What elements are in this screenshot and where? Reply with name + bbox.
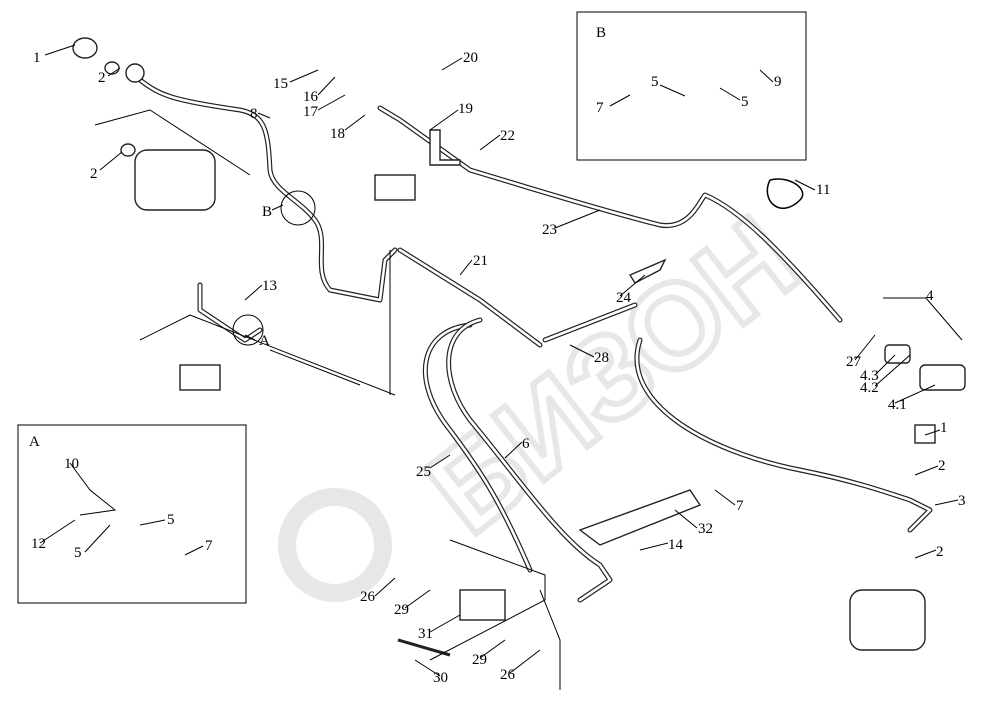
callout-label-1: 1 — [940, 420, 948, 436]
callout-label-2: 2 — [98, 70, 106, 86]
callout-label-7: 7 — [736, 498, 744, 514]
bracket-24 — [628, 258, 667, 284]
callout-label-18: 18 — [330, 126, 345, 142]
bolt-30 — [397, 638, 451, 657]
detail-b-label-5: 5 — [741, 94, 749, 110]
bracket-32 — [578, 489, 702, 546]
svg-text:БИЗОН: БИЗОН — [403, 191, 821, 559]
callout-label-3: 3 — [958, 493, 966, 509]
detail-box-a — [17, 424, 247, 604]
pipes — [137, 77, 933, 603]
callout-label-13: 13 — [262, 278, 277, 294]
callout-label-32: 32 — [698, 521, 713, 537]
callout-label-29: 29 — [394, 602, 409, 618]
callout-label-2: 2 — [936, 544, 944, 560]
detail-a-label-7: 7 — [205, 538, 213, 554]
clip-11 — [766, 178, 804, 209]
callout-label-14: 14 — [668, 537, 684, 553]
detail-b-label-7: 7 — [596, 100, 604, 116]
callout-label-24: 24 — [616, 290, 632, 306]
callout-label-29: 29 — [472, 652, 487, 668]
callout-label-1: 1 — [33, 50, 41, 66]
callout-labels: 1228B1516172018192223242113A4274.34.24.1… — [33, 50, 966, 686]
callout-label-30: 30 — [433, 670, 448, 686]
callout-label-28: 28 — [594, 350, 609, 366]
callout-label-17: 17 — [303, 104, 319, 120]
detail-a-labels: A 10 12 5 5 7 — [29, 434, 213, 561]
callout-label-26: 26 — [360, 589, 376, 605]
callout-label-25: 25 — [416, 464, 431, 480]
banjo-fitting — [125, 63, 145, 83]
callout-label-4-3: 4.3 — [860, 368, 879, 384]
detail-circle-b — [280, 190, 316, 226]
callout-label-2: 2 — [938, 458, 946, 474]
callout-label-4-2: 4.2 — [860, 380, 879, 396]
tee-fitting-lower — [459, 589, 506, 621]
callout-label-20: 20 — [463, 50, 478, 66]
bracket-19 — [429, 129, 461, 166]
detail-a-label-A: A — [29, 434, 40, 450]
detail-box-b — [576, 11, 807, 161]
components — [72, 37, 966, 657]
callout-label-16: 16 — [303, 89, 319, 105]
detail-b-label-5: 5 — [651, 74, 659, 90]
detail-b-label-B: B — [596, 25, 606, 41]
leader-lines — [39, 44, 963, 690]
callout-label-22: 22 — [500, 128, 515, 144]
banjo-bolt-right — [914, 424, 936, 444]
callout-label-8: 8 — [250, 106, 258, 122]
detail-circle-a — [232, 314, 264, 346]
callout-label-31: 31 — [418, 626, 433, 642]
callout-label-26: 26 — [500, 667, 516, 683]
callout-label-21: 21 — [473, 253, 488, 269]
watermark-logo: БИЗОН — [278, 188, 824, 602]
detail-a-label-12: 12 — [31, 536, 46, 552]
detail-a-label-10: 10 — [64, 456, 79, 472]
tee-fitting-left — [179, 364, 221, 391]
callout-label-6: 6 — [522, 436, 530, 452]
banjo-bolt — [72, 37, 98, 59]
detail-b-labels: B 5 7 5 9 11 — [596, 25, 830, 198]
detail-b-label-9: 9 — [774, 74, 782, 90]
detail-b-label-11: 11 — [816, 182, 830, 198]
valve-housing-right — [849, 589, 926, 651]
callout-label-4-1: 4.1 — [888, 397, 907, 413]
callout-label-A: A — [259, 333, 270, 349]
callout-label-27: 27 — [846, 354, 862, 370]
quick-coupling — [919, 364, 966, 391]
callout-label-19: 19 — [458, 101, 473, 117]
callout-label-15: 15 — [273, 76, 288, 92]
detail-a-label-5: 5 — [167, 512, 175, 528]
detail-a-label-5: 5 — [74, 545, 82, 561]
callout-label-B: B — [262, 204, 272, 220]
callout-label-2: 2 — [90, 166, 98, 182]
tee-fitting-upper — [374, 174, 416, 201]
callout-label-4: 4 — [926, 288, 934, 304]
valve-housing-left — [134, 149, 216, 211]
callout-label-23: 23 — [542, 222, 557, 238]
